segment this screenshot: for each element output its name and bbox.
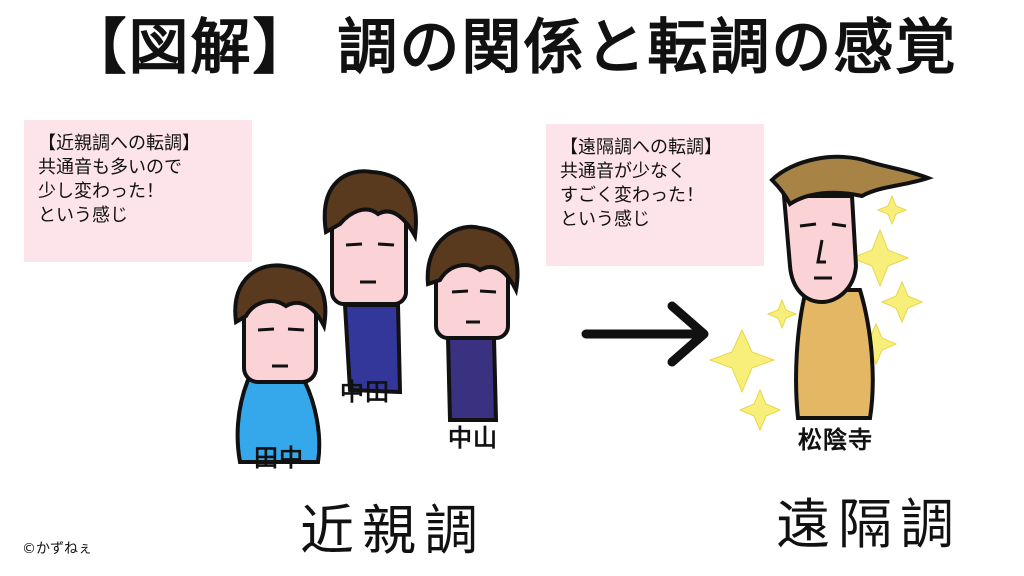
near-key-note: 【近親調への転調】 共通音も多いので 少し変わった！ という感じ: [24, 120, 252, 262]
nakayama-label: 中山: [448, 424, 498, 452]
note-line: 共通音も多いので: [38, 157, 182, 178]
shouinji-label: 松陰寺: [798, 426, 873, 454]
note-line: 共通音が少なく: [560, 161, 686, 182]
tanaka-figure: [233, 263, 328, 464]
nakata-label: 中田: [340, 378, 390, 406]
far-key-caption: 遠隔調: [776, 493, 962, 556]
tanaka-label: 田中: [254, 444, 304, 472]
nakata-figure: [322, 169, 418, 395]
far-key-note: 【遠隔調への転調】 共通音が少なく すごく変わった！ という感じ: [546, 124, 764, 266]
right-arrow-icon: [581, 301, 709, 367]
credit-text: ©かずねぇ: [22, 541, 92, 557]
note-line: という感じ: [560, 209, 650, 230]
near-key-caption: 近親調: [300, 499, 486, 562]
note-line: 【遠隔調への転調】: [560, 137, 722, 158]
note-line: 【近親調への転調】: [38, 133, 200, 154]
note-line: すごく変わった！: [560, 185, 704, 206]
nakayama-figure: [425, 224, 520, 422]
shouinji-figure: [769, 154, 934, 420]
note-line: という感じ: [38, 205, 128, 226]
page-title: 【図解】 調の関係と転調の感覚: [66, 13, 958, 83]
sparkle-icon: [708, 194, 924, 432]
note-line: 少し変わった！: [38, 181, 164, 202]
